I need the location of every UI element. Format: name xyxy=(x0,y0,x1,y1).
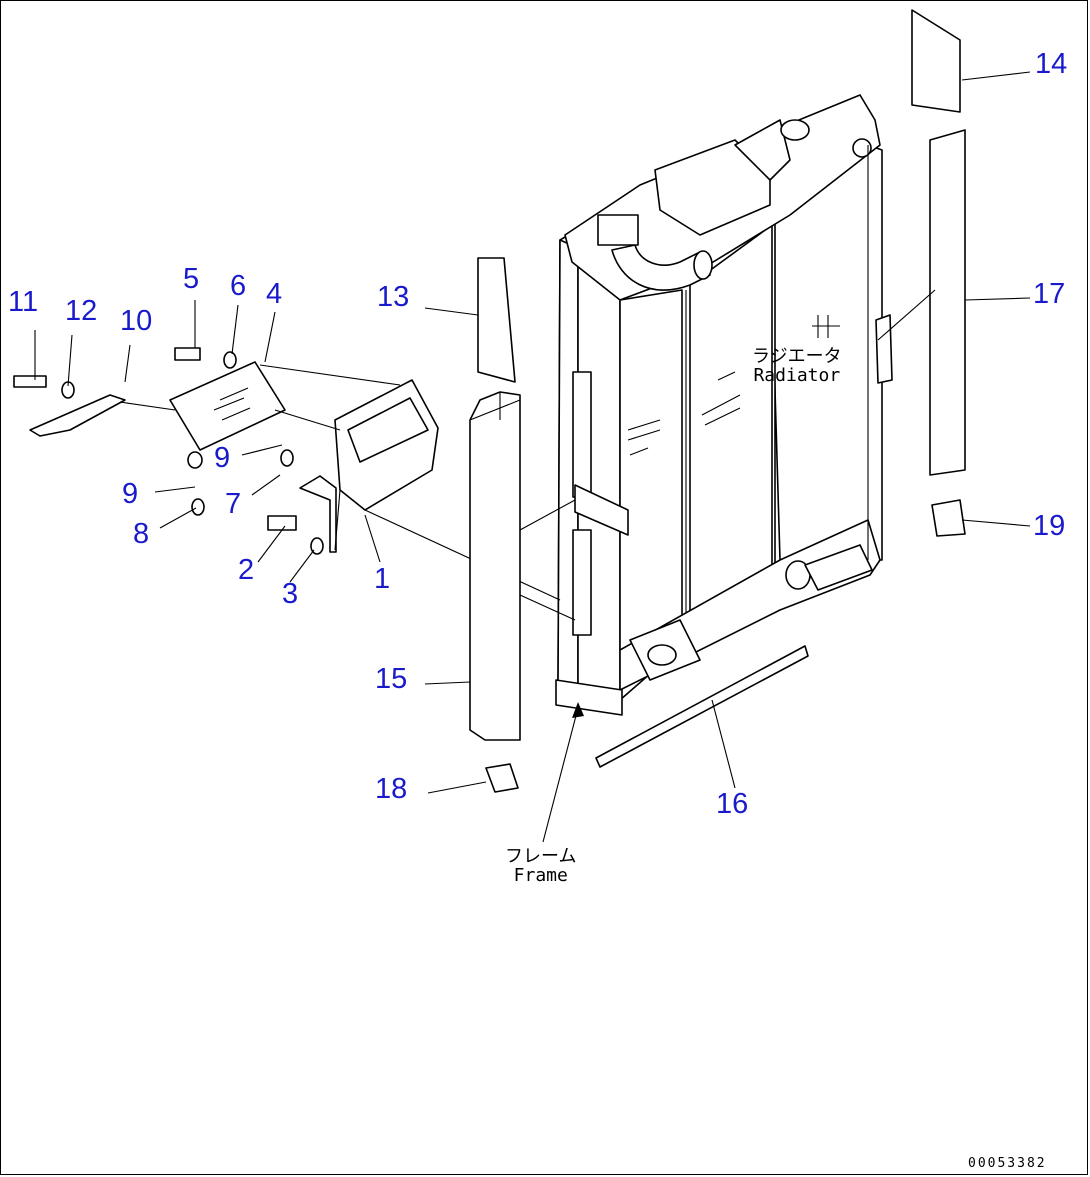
callout-3: 3 xyxy=(282,578,299,610)
leader-lines xyxy=(34,71,1031,843)
callout-19: 19 xyxy=(1033,510,1066,542)
callout-1: 1 xyxy=(374,563,391,595)
callout-6: 6 xyxy=(230,270,247,302)
radiator-label: ラジエータ Radiator xyxy=(752,346,842,386)
callout-9-upper: 9 xyxy=(214,442,231,474)
callout-5: 5 xyxy=(183,263,200,295)
radiator-assembly xyxy=(555,94,893,716)
callout-15: 15 xyxy=(375,663,408,695)
callout-12: 12 xyxy=(65,295,98,327)
callout-11: 11 xyxy=(8,286,39,318)
callout-7: 7 xyxy=(225,488,242,520)
frame-label: フレーム Frame xyxy=(505,846,577,886)
callout-14: 14 xyxy=(1035,48,1068,80)
callout-8: 8 xyxy=(133,518,150,550)
callout-10: 10 xyxy=(120,305,153,337)
frame-label-jp: フレーム xyxy=(505,846,577,867)
document-id: 00053382 xyxy=(968,1156,1047,1171)
callout-16: 16 xyxy=(716,788,749,820)
radiator-label-en: Radiator xyxy=(753,364,841,386)
callout-13: 13 xyxy=(377,281,410,313)
callout-18: 18 xyxy=(375,773,408,805)
callout-9-lower: 9 xyxy=(122,478,139,510)
callout-2: 2 xyxy=(238,554,255,586)
callout-17: 17 xyxy=(1033,278,1066,310)
bracket-assembly xyxy=(13,347,561,601)
radiator-label-jp: ラジエータ xyxy=(752,346,842,367)
frame-label-en: Frame xyxy=(513,864,568,886)
seal-parts xyxy=(469,9,966,793)
callout-4: 4 xyxy=(266,278,283,310)
